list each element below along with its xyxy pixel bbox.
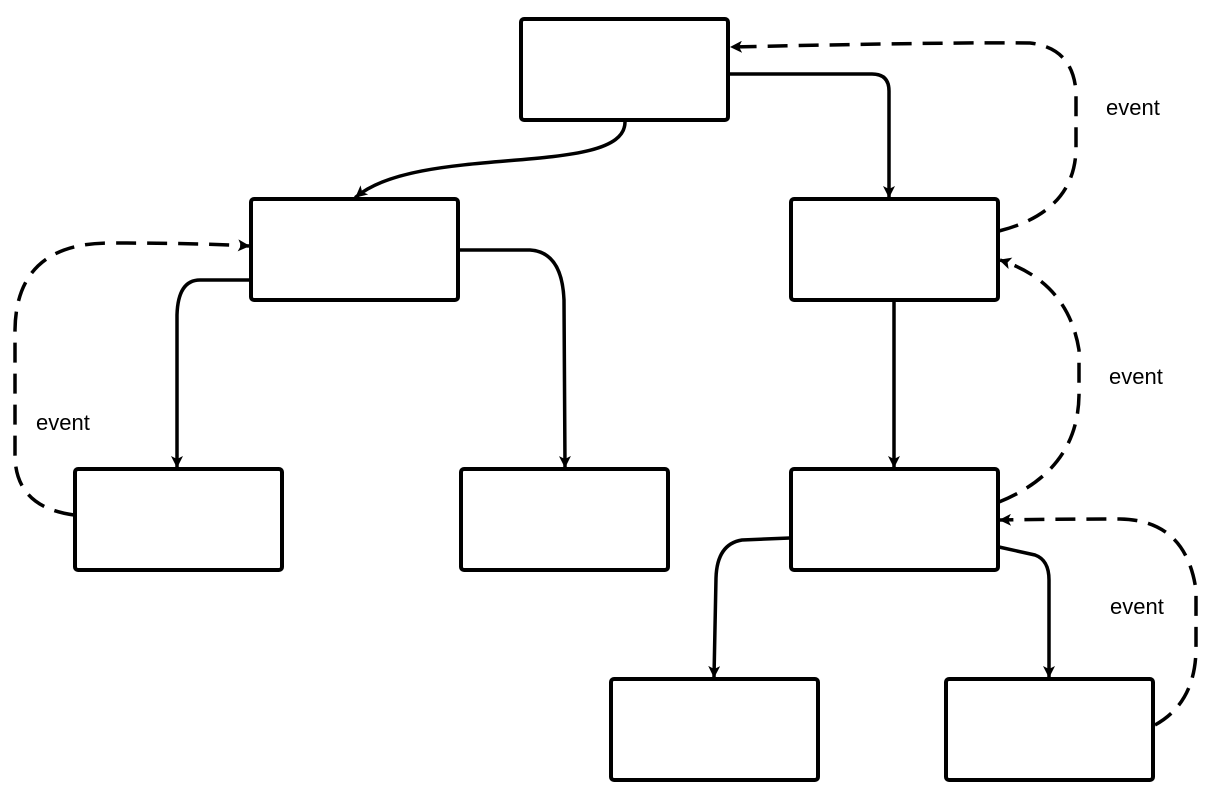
edge-right-middle-to-bottom-right-leaf xyxy=(997,545,1055,679)
edge-right-middle-to-bottom-left-leaf xyxy=(708,536,792,679)
event-label-right-child-to-root: event xyxy=(1106,95,1160,120)
node-bottom-right-leaf xyxy=(944,677,1155,782)
event-label-right-middle-to-right-child: event xyxy=(1109,364,1163,389)
node-right-middle xyxy=(789,467,1000,572)
node-bottom-left-leaf xyxy=(609,677,820,782)
event-label-left-left-leaf-to-left-child: event xyxy=(36,410,90,435)
node-left-child xyxy=(249,197,460,302)
node-root xyxy=(519,17,730,122)
node-right-child xyxy=(789,197,1000,302)
edge-root-to-right-child xyxy=(728,72,895,199)
event-edge-right-child-to-root xyxy=(730,40,1078,233)
edge-left-child-to-left-right-leaf xyxy=(457,248,571,469)
event-edge-left-left-leaf-to-left-child xyxy=(13,239,250,517)
node-left-left-leaf xyxy=(73,467,284,572)
event-label-bottom-right-leaf-to-right-middle: event xyxy=(1110,594,1164,619)
event-edge-bottom-right-leaf-to-right-middle xyxy=(999,513,1198,727)
node-left-right-leaf xyxy=(459,467,670,572)
edge-root-to-left-child xyxy=(354,120,627,199)
edge-left-child-to-left-left-leaf xyxy=(171,278,252,469)
event-edge-right-middle-to-right-child xyxy=(998,257,1081,504)
